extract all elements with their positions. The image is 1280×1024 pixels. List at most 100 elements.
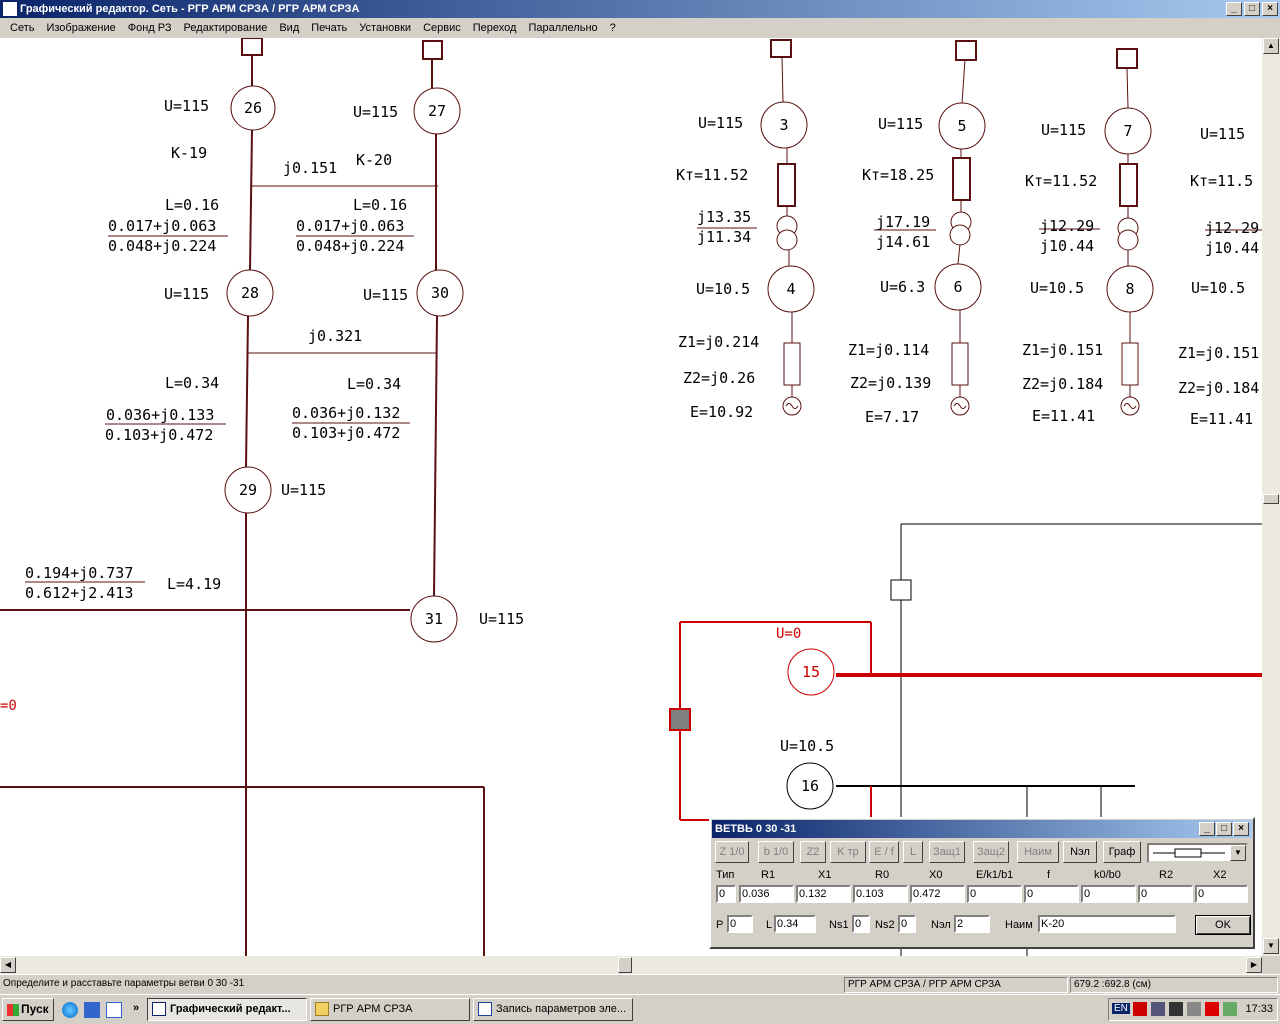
scroll-thumb[interactable] (618, 957, 632, 973)
ok-button[interactable]: OK (1195, 915, 1251, 935)
save-icon[interactable] (84, 1002, 100, 1018)
bus-box[interactable] (770, 39, 792, 58)
task-folder[interactable]: РГР АРМ СРЗА (310, 998, 470, 1021)
quicklaunch-chevron[interactable]: » (133, 1002, 140, 1014)
menu-view[interactable]: Вид (279, 22, 300, 34)
dialog-maximize-button[interactable]: □ (1216, 822, 1232, 836)
node-16[interactable] (786, 762, 834, 810)
bus-box[interactable] (241, 38, 263, 56)
tool-ktr[interactable]: K тр (830, 841, 866, 863)
antivirus-icon[interactable] (1133, 1002, 1147, 1016)
menu-print[interactable]: Печать (311, 22, 348, 34)
utility-icon[interactable] (1223, 1002, 1237, 1016)
language-indicator[interactable]: EN (1112, 1003, 1130, 1014)
tool-graph[interactable]: Граф (1103, 841, 1141, 863)
menu-service[interactable]: Сервис (423, 22, 461, 34)
e-field[interactable]: 0 (967, 885, 1022, 903)
tool-ef[interactable]: E / f (869, 841, 899, 863)
monitor-icon[interactable] (1169, 1002, 1183, 1016)
network-icon[interactable] (1151, 1002, 1165, 1016)
node-31[interactable] (410, 595, 458, 643)
x2-field[interactable]: 0 (1195, 885, 1248, 903)
task-word[interactable]: Запись параметров эле... (473, 998, 633, 1021)
node-15[interactable] (787, 648, 835, 696)
tool-z2[interactable]: Z2 (800, 841, 826, 863)
desktop-icon[interactable] (106, 1002, 122, 1018)
nel-field[interactable]: 2 (954, 915, 990, 933)
ns2-field[interactable]: 0 (898, 915, 916, 933)
dialog-minimize-button[interactable]: _ (1199, 822, 1215, 836)
tool-l[interactable]: L (903, 841, 923, 863)
maximize-button[interactable]: □ (1244, 2, 1260, 16)
bus-box[interactable] (422, 40, 443, 60)
menu-goto[interactable]: Переход (472, 22, 517, 34)
app-tray-icon[interactable] (1205, 1002, 1219, 1016)
r2-field[interactable]: 0 (1138, 885, 1193, 903)
p-field[interactable]: 0 (727, 915, 753, 933)
transformer-box[interactable] (1119, 163, 1138, 207)
tool-prot1[interactable]: Защ1 (929, 841, 965, 863)
transformer-box[interactable] (777, 163, 796, 207)
x1-field[interactable]: 0.132 (796, 885, 851, 903)
node-3[interactable] (760, 101, 808, 149)
tool-prot2[interactable]: Защ2 (973, 841, 1009, 863)
tool-name[interactable]: Наим (1017, 841, 1059, 863)
horizontal-scrollbar[interactable]: ◀ ▶ (0, 956, 1262, 974)
bus-box[interactable] (1116, 48, 1138, 69)
switch-box[interactable] (890, 579, 912, 601)
r1-field[interactable]: 0.036 (739, 885, 794, 903)
type-field[interactable]: 0 (716, 885, 736, 903)
element-type-combo[interactable]: ▼ (1147, 843, 1248, 863)
speaker-icon[interactable] (1187, 1002, 1201, 1016)
node-6[interactable] (934, 263, 982, 311)
node-30[interactable] (416, 269, 464, 317)
menu-parallel[interactable]: Параллельно (528, 22, 598, 34)
menu-help[interactable]: ? (609, 22, 616, 34)
start-button[interactable]: Пуск (2, 998, 54, 1021)
node-26[interactable] (230, 85, 276, 131)
node-29[interactable] (224, 466, 272, 514)
ie-icon[interactable] (62, 1002, 78, 1018)
scroll-up-icon[interactable]: ▲ (1263, 38, 1279, 54)
node-5[interactable] (938, 102, 986, 150)
node-8[interactable] (1106, 265, 1154, 313)
vertical-scrollbar[interactable]: ▲ ▼ (1262, 38, 1280, 956)
scroll-thumb[interactable] (1263, 494, 1279, 504)
menu-edit[interactable]: Редактирование (183, 22, 268, 34)
node-4[interactable] (767, 265, 815, 313)
menu-fund[interactable]: Фонд РЗ (127, 22, 172, 34)
chevron-down-icon[interactable]: ▼ (1230, 845, 1246, 861)
ns1-field[interactable]: 0 (852, 915, 870, 933)
node-28[interactable] (226, 269, 274, 317)
tool-nel[interactable]: Nэл (1063, 841, 1097, 863)
k0-field[interactable]: 0 (1081, 885, 1136, 903)
r0-field[interactable]: 0.103 (853, 885, 908, 903)
scroll-down-icon[interactable]: ▼ (1263, 938, 1279, 954)
tool-z10[interactable]: Z 1/0 (715, 841, 749, 863)
menu-settings[interactable]: Установки (359, 22, 412, 34)
task-graphic-editor[interactable]: Графический редакт... (147, 998, 307, 1021)
menu-network[interactable]: Сеть (10, 22, 35, 34)
x0-field[interactable]: 0.472 (910, 885, 965, 903)
scroll-left-icon[interactable]: ◀ (0, 957, 16, 973)
z1-label: Z1=j0.151 (1178, 344, 1259, 362)
network-diagram[interactable]: 26 27 28 30 29 31 3 5 7 4 6 8 15 16 U=11… (0, 38, 1262, 956)
scroll-right-icon[interactable]: ▶ (1246, 957, 1262, 973)
name-field[interactable]: K-20 (1038, 915, 1176, 933)
transformer-box[interactable] (952, 157, 971, 201)
f-field[interactable]: 0 (1024, 885, 1079, 903)
minimize-button[interactable]: _ (1226, 2, 1242, 16)
node-27[interactable] (413, 87, 461, 135)
dialog-close-button[interactable]: × (1233, 822, 1249, 836)
node-7[interactable] (1104, 107, 1152, 155)
name-label: Наим (1005, 919, 1033, 931)
bus-box[interactable] (955, 40, 977, 61)
reactance-label: j17.19 (876, 213, 930, 231)
selected-switch[interactable] (669, 708, 691, 731)
menu-image[interactable]: Изображение (46, 22, 116, 34)
diagram-canvas[interactable]: 26 27 28 30 29 31 3 5 7 4 6 8 15 16 U=11… (0, 38, 1262, 956)
l-field[interactable]: 0.34 (774, 915, 816, 933)
close-button[interactable]: × (1262, 2, 1278, 16)
tool-b10[interactable]: b 1/0 (758, 841, 794, 863)
header-k0: k0/b0 (1094, 869, 1121, 881)
